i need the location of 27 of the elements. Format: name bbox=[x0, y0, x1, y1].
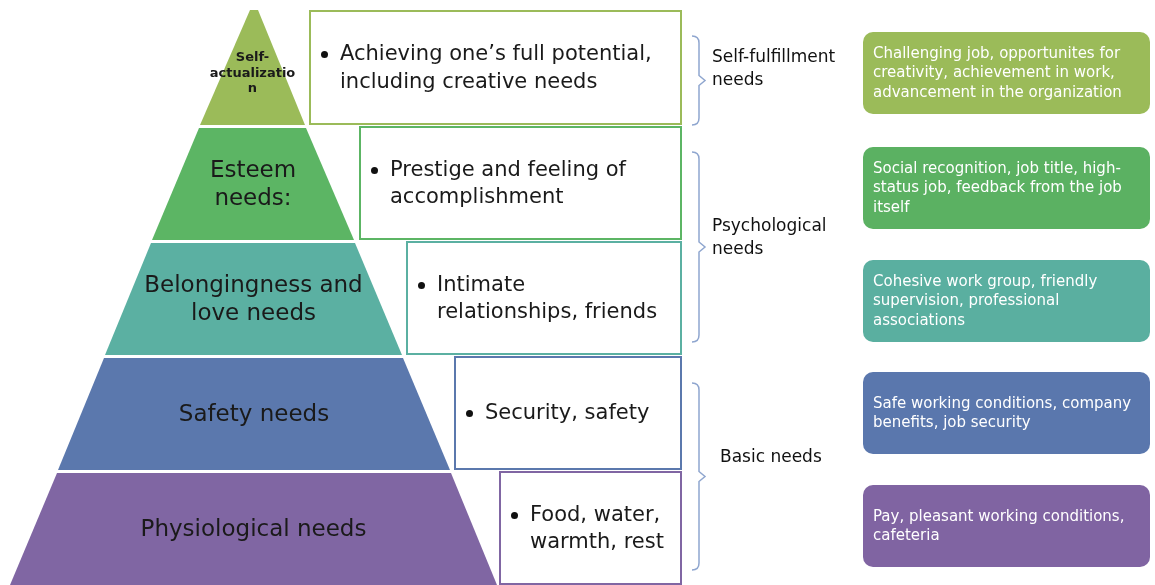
description-text: Prestige and feeling of accomplishment bbox=[390, 155, 628, 210]
level-title: Safety needs bbox=[177, 400, 331, 428]
description-box bbox=[499, 471, 682, 585]
example-box: Challenging job, opportunites for creativity, achievement in work, advancement in the organization bbox=[863, 32, 1150, 114]
description-box bbox=[359, 126, 682, 240]
description-text: Intimate relationships, friends bbox=[437, 270, 659, 325]
level-title: Belongingness and love needs bbox=[143, 271, 364, 327]
level-title: Esteem needs: bbox=[208, 156, 298, 212]
pyramid-level bbox=[200, 10, 305, 125]
pyramid-level bbox=[105, 243, 402, 355]
example-box: Social recognition, job title, high-status job, feedback from the job itself bbox=[863, 147, 1150, 229]
description-box bbox=[309, 10, 682, 125]
group-label: Basic needs bbox=[720, 445, 823, 468]
level-title: Physiological needs bbox=[139, 515, 368, 543]
example-box: Pay, pleasant working conditions, cafeteria bbox=[863, 485, 1150, 567]
pyramid-level bbox=[10, 473, 497, 585]
pyramid-level bbox=[58, 358, 450, 470]
pyramid-level bbox=[152, 128, 354, 240]
group-label: Psychological needs bbox=[712, 214, 828, 260]
example-box: Cohesive work group, friendly supervision, professional associations bbox=[863, 260, 1150, 342]
description-box bbox=[406, 241, 682, 355]
description-box bbox=[454, 356, 682, 470]
description-text: Security, safety bbox=[485, 399, 650, 427]
description-text: Achieving one’s full potential, including creative needs bbox=[340, 40, 653, 95]
description-text: Food, water, warmth, rest bbox=[530, 500, 665, 555]
example-box: Safe working conditions, company benefits, job security bbox=[863, 372, 1150, 454]
group-label: Self-fulfillment needs bbox=[712, 45, 837, 91]
